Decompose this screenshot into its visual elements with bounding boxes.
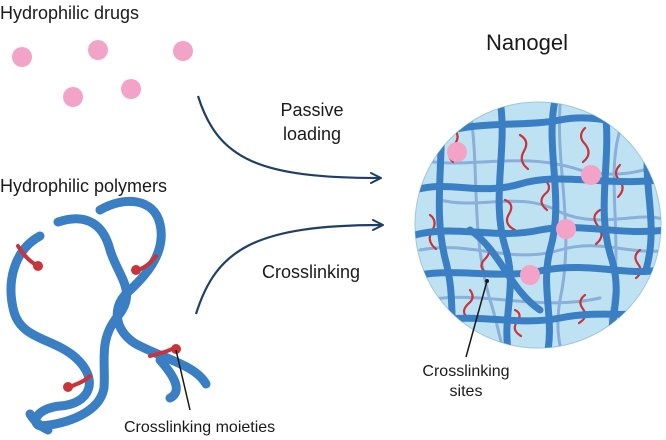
passive-loading-line2: loading bbox=[282, 124, 342, 144]
crosslinker-end bbox=[131, 265, 141, 275]
passive-loading-arrow bbox=[196, 95, 382, 184]
crosslinking-sites-line2: sites bbox=[449, 383, 483, 400]
hydrophilic-polymers-label: Hydrophilic polymers bbox=[0, 176, 168, 196]
drug-particle bbox=[63, 87, 83, 107]
moieties-pointer-line bbox=[175, 349, 191, 411]
drug-particle bbox=[520, 265, 540, 285]
sites-pointer-line bbox=[465, 280, 488, 358]
crosslinker-end bbox=[171, 344, 181, 354]
free-polymers bbox=[6, 196, 211, 435]
crosslinking-sites-label: Crosslinking sites bbox=[418, 362, 514, 402]
passive-loading-line1: Passive bbox=[280, 100, 344, 120]
polymer-chain bbox=[25, 409, 53, 435]
drug-particle bbox=[173, 41, 193, 61]
polymer-chain bbox=[155, 355, 181, 403]
nanogel bbox=[414, 101, 662, 349]
drug-particle bbox=[447, 142, 467, 162]
crosslinker-end bbox=[33, 261, 43, 271]
drug-particle bbox=[12, 47, 32, 67]
crosslinker-end bbox=[63, 382, 73, 392]
polymer-chain bbox=[6, 214, 132, 431]
crosslinker-arm bbox=[148, 347, 174, 358]
crosslinking-sites-line1: Crosslinking bbox=[422, 363, 510, 380]
sites-pointer-dot bbox=[485, 279, 489, 283]
hydrophilic-drugs-label: Hydrophilic drugs bbox=[0, 3, 140, 23]
drug-particle bbox=[581, 165, 601, 185]
encapsulated-drugs bbox=[447, 142, 601, 285]
crosslinking-arrow bbox=[194, 219, 384, 315]
crosslinking-moieties-label: Crosslinking moieties bbox=[124, 419, 276, 436]
polymer-chain bbox=[95, 196, 211, 389]
nanogel-title: Nanogel bbox=[486, 30, 568, 55]
drug-particle bbox=[556, 219, 576, 239]
crosslinking-moieties bbox=[16, 244, 181, 392]
free-drugs bbox=[12, 40, 193, 107]
passive-loading-label: Passive loading bbox=[272, 98, 352, 146]
crosslinking-label: Crosslinking bbox=[262, 262, 361, 282]
drug-particle bbox=[88, 40, 108, 60]
drug-particle bbox=[121, 79, 141, 99]
